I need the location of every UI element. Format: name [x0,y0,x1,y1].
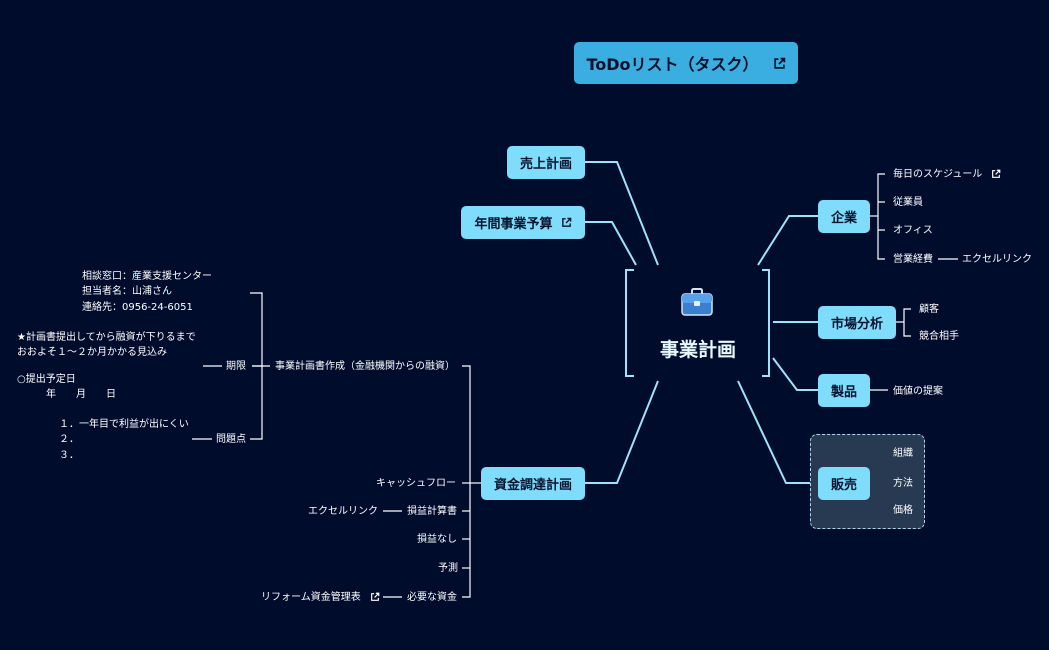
external-link-icon[interactable] [561,217,572,228]
central-topic-title[interactable]: 事業計画 [659,339,736,361]
subtopic-employees[interactable]: 従業員 [893,197,923,208]
note-issue-2: ２． [59,434,79,445]
subtopic-excel-link[interactable]: エクセルリンク [962,254,1032,265]
external-link-icon[interactable] [773,57,786,70]
topic-annual-budget[interactable]: 年間事業予算 [461,206,585,239]
subtopic-income-statement[interactable]: 損益計算書 [407,506,457,517]
note-loan-period: ★計画書提出してから融資が下りるまで [17,332,196,343]
note-phone: 連絡先：0956-24-6051 [82,302,193,313]
note-date-fields: 年 月 日 [46,389,116,400]
subtopic-issues[interactable]: 問題点 [216,434,246,445]
subtopic-office[interactable]: オフィス [893,225,933,236]
subtopic-method[interactable]: 方法 [893,478,913,489]
subtopic-deadline[interactable]: 期限 [226,361,246,372]
note-estimate: おおよそ１～２か月かかる見込み [17,347,167,358]
subtopic-operating-expenses[interactable]: 営業経費 [893,254,933,265]
subtopic-value-proposition[interactable]: 価値の提案 [893,386,943,397]
topic-sales-plan[interactable]: 売上計画 [507,146,585,179]
subtopic-forecast[interactable]: 予測 [438,563,458,574]
note-consultation-desk: 相談窓口：産業支援センター [82,271,212,282]
subtopic-pl-excel-link[interactable]: エクセルリンク [308,506,378,517]
topic-product[interactable]: 製品 [818,374,870,407]
topic-sales[interactable]: 販売 [818,467,870,500]
subtopic-customers[interactable]: 顧客 [919,304,939,315]
todo-list-node[interactable]: ToDoリスト（タスク） [574,42,798,84]
note-submission-date: ○提出予定日 [17,374,76,385]
subtopic-price[interactable]: 価格 [893,505,913,516]
subtopic-reform-funds[interactable]: リフォーム資金管理表 [261,591,380,604]
subtopic-organization[interactable]: 組織 [893,448,913,459]
subtopic-daily-schedule-label: 毎日のスケジュール [893,169,983,180]
note-contact-person: 担当者名：山浦さん [82,286,172,297]
topic-funding-plan[interactable]: 資金調達計画 [481,467,585,500]
subtopic-reform-funds-label: リフォーム資金管理表 [261,592,361,603]
subtopic-no-profit-loss[interactable]: 損益なし [417,534,457,545]
external-link-icon[interactable] [370,592,380,602]
subtopic-competitors[interactable]: 競合相手 [919,331,959,342]
subtopic-business-plan[interactable]: 事業計画書作成（金融機関からの融資） [275,361,455,372]
note-issue-3: ３． [59,450,79,461]
external-link-icon[interactable] [991,169,1001,179]
topic-market-analysis[interactable]: 市場分析 [818,306,896,339]
note-issue-1: １．一年目で利益が出にくい [59,419,189,430]
subtopic-daily-schedule[interactable]: 毎日のスケジュール [893,168,1001,181]
subtopic-cashflow[interactable]: キャッシュフロー [376,478,456,489]
topic-company[interactable]: 企業 [818,200,870,233]
topic-annual-budget-label: 年間事業予算 [474,217,553,232]
todo-label: ToDoリスト（タスク） [586,55,759,74]
briefcase-icon [681,288,713,316]
subtopic-required-funds[interactable]: 必要な資金 [407,592,457,603]
